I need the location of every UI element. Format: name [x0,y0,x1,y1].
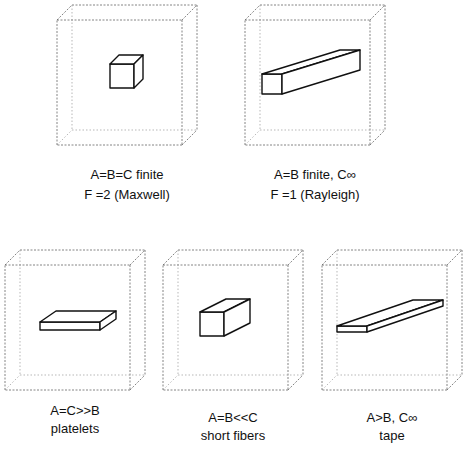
cube-edge [322,390,447,391]
inclusion-face [100,311,116,330]
inclusion-face [282,50,360,94]
cube-edge [178,250,303,251]
caption-label: F =2 (Maxwell) [84,187,170,203]
caption-label: tape [379,428,404,444]
cube-edge [163,265,164,390]
cube-edge [20,250,145,251]
cube-edge [197,5,198,130]
hidden-edge [57,130,72,145]
inclusion-face [367,300,443,332]
cube-edge [57,20,182,21]
hidden-edge [5,375,20,390]
caption-label: A=B finite, C∞ [274,167,356,183]
matrix-cube [245,5,385,145]
matrix-cube [322,250,462,390]
caption-label: F =1 (Rayleigh) [270,187,359,203]
cube-edge [72,5,197,6]
hidden-edge [72,5,73,130]
cube-edge [260,5,385,6]
cube-edge [370,130,385,145]
cube-edge [130,265,131,390]
cube-edge [303,250,304,375]
hidden-edge [163,375,178,390]
cube-edge [447,265,448,390]
cube-edge [245,145,370,146]
cube-edge [245,20,246,145]
inclusion-face [134,55,143,88]
hidden-edge [20,250,21,375]
hidden-edge [245,130,260,145]
hidden-edge [20,375,145,376]
cube-edge [5,250,20,265]
cube-edge [163,265,288,266]
inclusion-face [224,299,250,336]
caption-label: short fibers [201,428,265,444]
cube-edge [145,250,146,375]
inclusion-face [200,312,224,336]
cube-edge [288,250,303,265]
cube-edge [5,265,130,266]
inclusion-face [262,74,282,94]
cube-edge [163,250,178,265]
cube-edge [322,265,447,266]
inclusion-face [40,322,100,330]
hidden-edge [178,250,179,375]
cube-edge [57,20,58,145]
cube-edge [288,265,289,390]
cube-edge [163,390,288,391]
cube-edge [130,375,145,390]
hidden-edge [260,5,261,130]
cube-edge [447,250,462,265]
cube-edge [322,265,323,390]
cube-edge [245,20,370,21]
cube-edge [245,5,260,20]
hidden-edge [322,375,337,390]
cube-edge [182,5,197,20]
cube-edge [288,375,303,390]
cube-edge [57,5,72,20]
hidden-edge [178,375,303,376]
cube-edge [57,145,182,146]
cube-edge [462,250,463,375]
caption-label: A=B=C finite [91,167,164,183]
cube-edge [5,390,130,391]
caption-label: A>B, C∞ [367,410,418,426]
hidden-edge [337,375,462,376]
cube-edge [130,250,145,265]
cube-edge [370,5,385,20]
cube-edge [182,20,183,145]
inclusion-face [337,326,367,332]
inclusion-face [110,64,134,88]
matrix-cube [5,250,145,390]
caption-label: A=B<<C [208,410,258,426]
cube-edge [370,20,371,145]
cube-edge [322,250,337,265]
cube-edge [182,130,197,145]
caption-label: platelets [51,421,99,437]
cube-edge [337,250,462,251]
hidden-edge [260,130,385,131]
hidden-edge [337,250,338,375]
caption-label: A=C>>B [50,403,100,419]
cube-edge [447,375,462,390]
cube-edge [385,5,386,130]
hidden-edge [72,130,197,131]
matrix-cube [163,250,303,390]
cube-edge [5,265,6,390]
matrix-cube [57,5,197,145]
